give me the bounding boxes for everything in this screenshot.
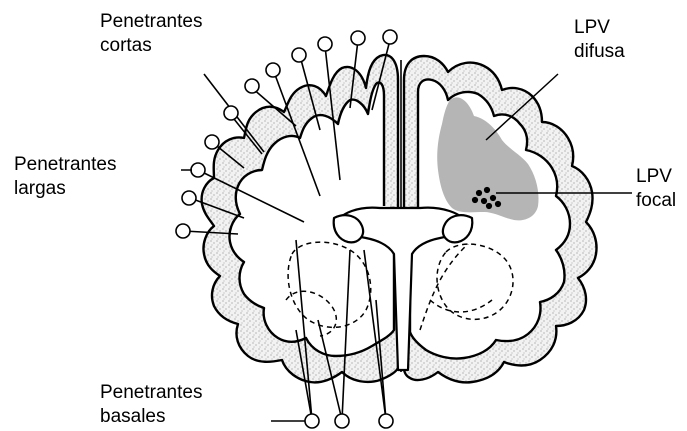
label-penetrantes-basales: Penetrantes basales — [100, 382, 208, 427]
label-penetrantes-largas: Penetrantes largas — [14, 154, 122, 199]
label-lpv-difusa: LPV difusa — [574, 17, 625, 62]
label-penetrantes-cortas: Penetrantes cortas — [100, 11, 208, 56]
label-lpv-focal: LPV focal — [636, 166, 677, 211]
